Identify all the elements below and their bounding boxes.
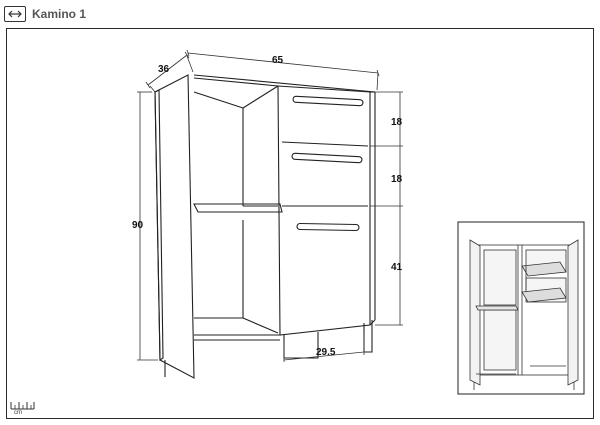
drawer-top — [281, 95, 369, 147]
unit-label: cm — [14, 410, 22, 416]
ruler-icon — [10, 398, 36, 416]
dim-height-line — [137, 91, 158, 361]
cabinet-body — [164, 74, 376, 377]
dim-width-label: 65 — [272, 55, 284, 66]
dim-inner-width-label: 29.5 — [316, 347, 336, 358]
inset-open-view — [457, 221, 585, 395]
dim-inner-width-line — [283, 332, 365, 362]
dim-drawer-top-label: 18 — [391, 117, 403, 128]
page-title: Kamino 1 — [32, 7, 87, 21]
dim-height-label: 90 — [132, 220, 144, 231]
front-panel — [277, 85, 376, 336]
dim-right-lines — [370, 91, 403, 326]
dim-drawer-middle-label: 18 — [391, 174, 403, 185]
open-left-door — [154, 74, 195, 379]
door-bottom — [296, 222, 360, 232]
tape-measure-icon — [4, 6, 26, 22]
page-header: Kamino 1 — [4, 4, 86, 24]
drawing-frame — [6, 28, 594, 419]
dim-drawer-bottom-label: 41 — [391, 262, 403, 273]
dim-depth-line — [145, 51, 194, 93]
dim-width-line — [186, 49, 380, 91]
dim-depth-label: 36 — [158, 64, 170, 75]
drawer-middle — [282, 152, 368, 207]
